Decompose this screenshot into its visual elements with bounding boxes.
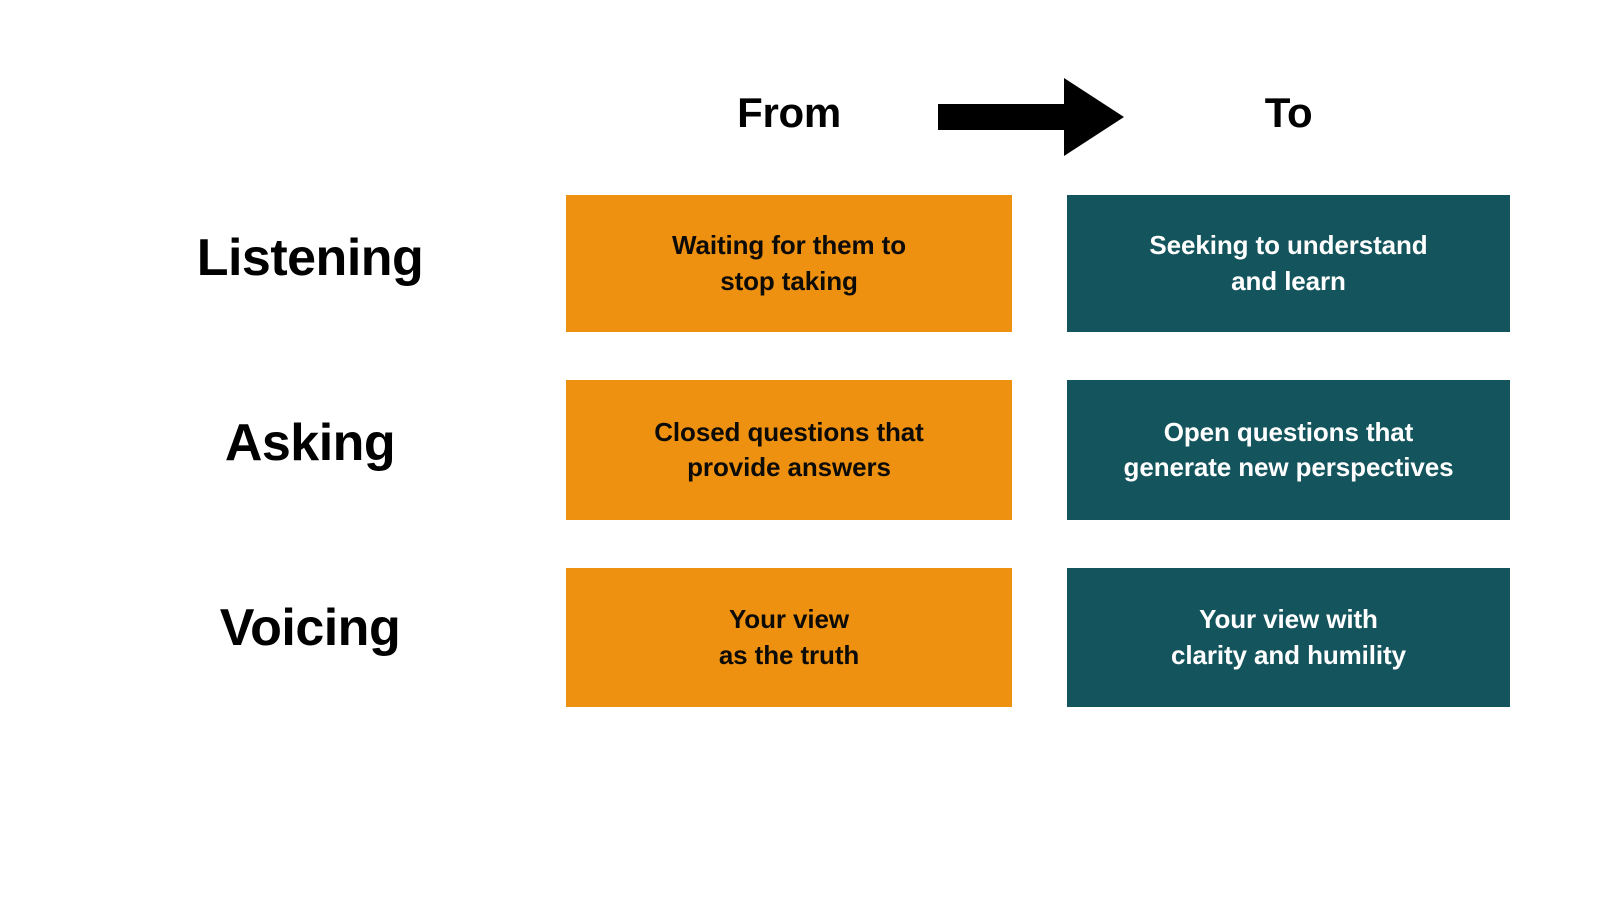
card-text-line: Your view xyxy=(729,604,849,635)
card-from-voicing: Your view as the truth xyxy=(566,568,1012,707)
card-to-listening-text: Seeking to understand and learn xyxy=(1149,228,1427,299)
card-text-line: provide answers xyxy=(687,452,891,482)
card-text-line: clarity and humility xyxy=(1171,639,1406,670)
card-from-listening: Waiting for them to stop taking xyxy=(566,195,1012,332)
row-label-listening: Listening xyxy=(196,229,424,287)
card-text-line: Closed questions that xyxy=(654,416,924,447)
card-text-line: stop taking xyxy=(720,265,858,296)
card-text-line: as the truth xyxy=(718,639,860,670)
column-header-from: From xyxy=(737,89,841,136)
card-to-voicing-text: Your view with clarity and humility xyxy=(1171,602,1406,673)
card-text-line: Seeking to understand xyxy=(1149,230,1428,261)
card-text-line: Waiting for them to xyxy=(672,230,906,261)
card-to-asking-text: Open questions that generate new perspec… xyxy=(1124,415,1454,486)
card-text-line: generate new perspectives xyxy=(1123,452,1454,482)
card-to-listening: Seeking to understand and learn xyxy=(1067,195,1510,332)
column-header-to: To xyxy=(1264,89,1313,136)
row-label-asking: Asking xyxy=(224,414,396,472)
card-from-listening-text: Waiting for them to stop taking xyxy=(672,228,906,299)
right-arrow-icon xyxy=(936,76,1126,158)
row-label-voicing: Voicing xyxy=(219,599,401,657)
card-text-line: Your view with xyxy=(1199,604,1378,635)
card-from-asking: Closed questions that provide answers xyxy=(566,380,1012,520)
card-text-line: Open questions that xyxy=(1163,416,1414,447)
card-from-voicing-text: Your view as the truth xyxy=(719,602,859,673)
card-from-asking-text: Closed questions that provide answers xyxy=(654,415,924,486)
card-to-asking: Open questions that generate new perspec… xyxy=(1067,380,1510,520)
card-to-voicing: Your view with clarity and humility xyxy=(1067,568,1510,707)
card-text-line: and learn xyxy=(1231,265,1346,296)
